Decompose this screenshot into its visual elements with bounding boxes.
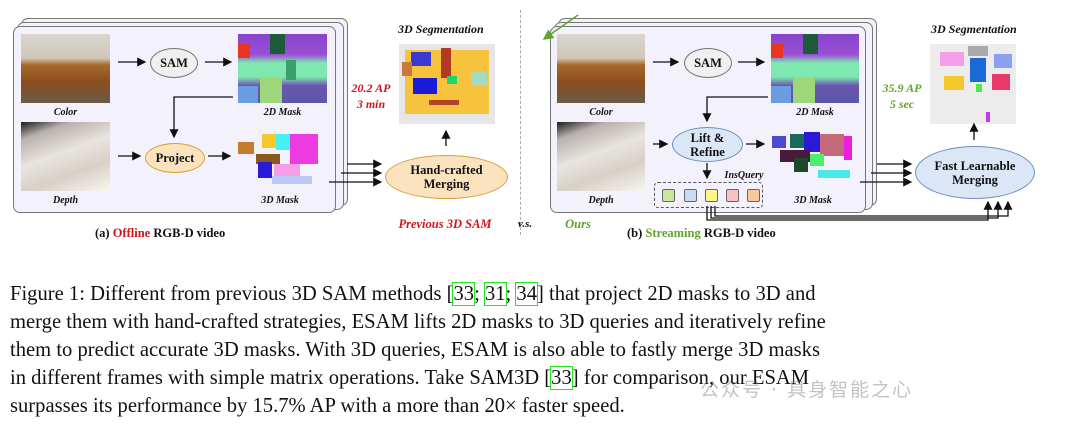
caption-line-5: surpasses its performance by 15.7% AP wi… [10, 395, 1073, 418]
query-token [747, 189, 760, 202]
caption-text: ; [474, 283, 485, 305]
sam-node: SAM [150, 48, 198, 78]
depth-label: Depth [53, 195, 78, 206]
caption-line-3: them to predict accurate 3D masks. With … [10, 339, 1073, 362]
segmentation-left-image [399, 44, 495, 124]
caption-b-suffix: RGB-D video [703, 226, 776, 240]
citation-link[interactable]: 34 [515, 282, 538, 306]
caption-text: merge them with hand-crafted strategies,… [10, 311, 826, 333]
sam-node-right: SAM [684, 48, 732, 78]
citation-link[interactable]: 31 [483, 282, 507, 306]
vs-label: v.s. [517, 218, 533, 230]
query-token [684, 189, 697, 202]
caption-a-prefix: (a) [95, 226, 110, 240]
caption-b-prefix: (b) [627, 226, 643, 240]
hand-crafted-merging-node: Hand-crafted Merging [385, 155, 508, 199]
insquery-label: InsQuery [724, 170, 764, 181]
color-image-right [557, 34, 645, 103]
mask-2d-label-right: 2D Mask [796, 107, 834, 118]
color-label-right: Color [589, 107, 613, 118]
ours-label: Ours [565, 217, 591, 231]
watermark: 公众号 · 具身智能之心 [700, 379, 914, 401]
seg-title-right: 3D Segmentation [931, 22, 1017, 36]
query-token [726, 189, 739, 202]
mask-3d-label: 3D Mask [261, 195, 299, 206]
color-image [21, 34, 110, 103]
mask-2d-label: 2D Mask [263, 107, 302, 118]
ap-left: 20.2 AP [351, 81, 391, 95]
depth-image [21, 122, 110, 191]
query-token [705, 189, 718, 202]
divider [520, 10, 521, 235]
caption-text: ] that project 2D masks to 3D and [537, 283, 816, 305]
query-token [662, 189, 675, 202]
seg-title-left: 3D Segmentation [398, 22, 484, 36]
caption-text: them to predict accurate 3D masks. With … [10, 339, 820, 361]
segmentation-right-image [930, 44, 1016, 124]
mask-3d-image-right [770, 130, 856, 182]
caption-text: surpasses its performance by 15.7% AP wi… [10, 395, 625, 417]
caption-line-4: in different frames with simple matrix o… [10, 366, 1073, 390]
caption-text: Figure 1: Different from previous 3D SAM… [10, 283, 454, 305]
arrows [118, 14, 1013, 221]
fast-learnable-merging-node: Fast Learnable Merging [915, 146, 1035, 199]
color-label: Color [53, 107, 78, 118]
caption-text: in different frames with simple matrix o… [10, 367, 552, 389]
caption-a: (a) Offline RGB-D video [95, 226, 225, 241]
time-left: 3 min [356, 97, 386, 111]
caption-a-highlight: Offline [112, 226, 151, 240]
ap-right: 35.9 AP [882, 81, 922, 95]
caption-line-2: merge them with hand-crafted strategies,… [10, 311, 1073, 334]
depth-image-right [557, 122, 645, 191]
mask-2d-image [238, 34, 327, 103]
time-right: 5 sec [889, 97, 915, 111]
mask-2d-image-right [771, 34, 859, 103]
caption-line-1: Figure 1: Different from previous 3D SAM… [10, 282, 1073, 306]
caption-text: ] for comparison, our ESAM [571, 367, 810, 389]
caption-a-suffix: RGB-D video [153, 226, 226, 240]
previous-method-label: Previous 3D SAM [398, 217, 492, 231]
insquery-box [654, 182, 763, 208]
citation-link[interactable]: 33 [550, 366, 573, 390]
project-node: Project [145, 143, 205, 173]
mask-3d-image [236, 130, 324, 186]
mask-3d-label-right: 3D Mask [794, 195, 832, 206]
caption-text: ; [505, 283, 517, 305]
caption-b: (b) Streaming RGB-D video [627, 226, 776, 241]
citation-link[interactable]: 33 [452, 282, 476, 306]
caption-b-highlight: Streaming [645, 226, 701, 240]
lift-refine-node: Lift & Refine [672, 127, 743, 162]
depth-label-right: Depth [588, 195, 614, 206]
